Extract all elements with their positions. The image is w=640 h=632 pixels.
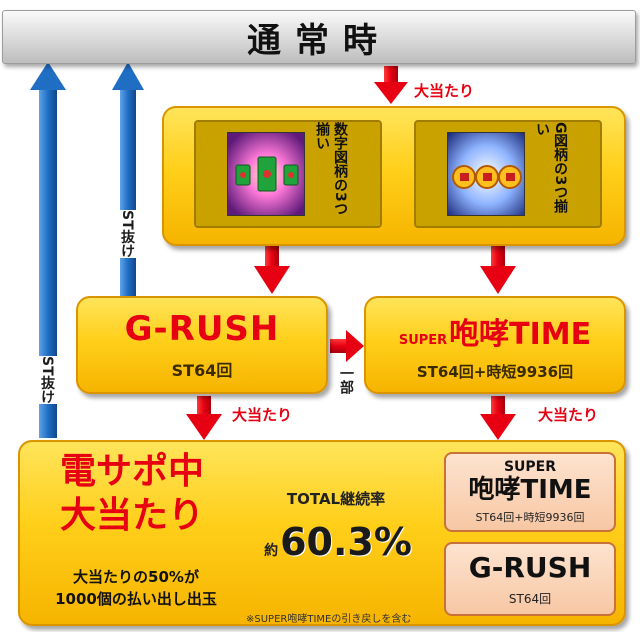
g-reel-image — [447, 132, 525, 216]
inner-super-title: 咆哮TIME — [468, 475, 592, 505]
number-reel-text: 数字図柄の3つ揃い — [314, 122, 348, 216]
desc-line1: 大当たりの50%が — [73, 568, 199, 586]
super-title: 咆哮TIME — [449, 316, 592, 352]
normal-state-title: 通常時 — [247, 20, 391, 61]
hit-arrow-top — [374, 66, 408, 104]
total-rate: 約 60.3% — [248, 520, 428, 564]
total-rate-label: TOTAL継続率 — [286, 490, 386, 508]
bottom-description: 大当たりの50%が 1000個の払い出し出玉 — [30, 566, 242, 610]
electric-support-box: 電サポ中 大当たり 大当たりの50%が 1000個の払い出し出玉 TOTAL継続… — [18, 440, 626, 626]
inner-super-box: SUPER 咆哮TIME ST64回+時短9936回 — [444, 452, 616, 532]
reel-outcomes-box: 数字図柄の3つ揃い — [162, 106, 626, 246]
grush-box: G-RUSH ST64回 — [76, 296, 328, 394]
hit-label-top: 大当たり — [414, 82, 475, 100]
number-reel-panel: 数字図柄の3つ揃い — [194, 120, 382, 228]
rate-note: ※SUPER咆哮TIMEの引き戻しを含む — [246, 614, 412, 625]
rate-value: 60.3% — [280, 520, 412, 564]
st-exit-arrow-right — [112, 62, 144, 298]
g-reel-text: G図柄の3つ揃い — [534, 122, 568, 214]
heading-line2: 大当たり — [59, 495, 204, 536]
grush-sub: ST64回 — [171, 361, 233, 380]
bottom-heading: 電サポ中 大当たり — [42, 450, 222, 538]
arrow-grush-down — [186, 396, 222, 440]
inner-grush-title: G-RUSH — [468, 550, 592, 584]
super-prefix: SUPER — [398, 332, 448, 348]
hit-label-super: 大当たり — [538, 406, 599, 424]
inner-super-prefix: SUPER — [503, 459, 557, 475]
g-reel-panel: G図柄の3つ揃い — [414, 120, 602, 228]
hit-label-grush: 大当たり — [232, 406, 293, 424]
super-time-box: SUPER 咆哮TIME ST64回+時短9936回 — [364, 296, 626, 394]
inner-grush-sub: ST64回 — [508, 591, 552, 606]
desc-line2: 1000個の払い出し出玉 — [55, 590, 217, 608]
super-sub: ST64回+時短9936回 — [416, 362, 574, 381]
inner-super-sub: ST64回+時短9936回 — [475, 511, 585, 524]
inner-grush-box: G-RUSH ST64回 — [444, 542, 616, 616]
st-exit-arrow-left — [30, 62, 66, 438]
st-exit-label-left: ST抜け — [37, 356, 57, 404]
heading-line1: 電サポ中 — [59, 451, 204, 492]
arrow-super-down — [480, 396, 516, 440]
partial-label: 一部 — [338, 366, 354, 394]
approx-label: 約 — [264, 543, 279, 559]
number-reel-image — [227, 132, 305, 216]
grush-title: G-RUSH — [124, 309, 280, 349]
normal-state-banner: 通常時 — [2, 10, 636, 64]
st-exit-label-right: ST抜け — [117, 210, 137, 258]
partial-arrow — [330, 330, 364, 362]
